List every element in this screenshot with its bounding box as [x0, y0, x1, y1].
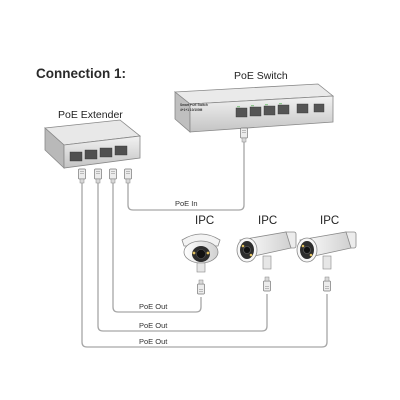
poe-switch: Smart POE Switch 4+1+1 10/100M — [173, 83, 335, 133]
camera-label-3: IPC — [320, 215, 339, 227]
extender-ports — [69, 145, 128, 162]
switch-panel-line1: Smart POE Switch — [180, 103, 208, 107]
switch-poe-ports — [235, 103, 325, 118]
poe-out-label-2: PoE Out — [139, 321, 168, 330]
poe-out-label-3: PoE Out — [139, 337, 168, 346]
bullet-camera-icon-2 — [296, 231, 357, 270]
camera-label-1: IPC — [195, 215, 214, 227]
poe-in-cable — [127, 142, 245, 211]
switch-port-leds — [237, 103, 282, 108]
poe-switch-label: PoE Switch — [234, 70, 288, 82]
poe-out-cable-3 — [81, 183, 328, 348]
poe-out-cable-1 — [112, 183, 202, 313]
cables — [81, 142, 328, 348]
camera-label-2: IPC — [258, 215, 277, 227]
dome-camera-icon — [181, 233, 221, 273]
poe-out-cable-2 — [97, 183, 268, 332]
poe-in-label: PoE In — [175, 199, 198, 208]
poe-extender-label: PoE Extender — [58, 109, 123, 121]
switch-panel-line2: 4+1+1 10/100M — [180, 108, 203, 112]
poe-out-label-1: PoE Out — [139, 302, 168, 311]
poe-extender — [44, 119, 141, 169]
diagram-title: Connection 1: — [36, 66, 126, 81]
bullet-camera-icon-1 — [236, 231, 297, 270]
